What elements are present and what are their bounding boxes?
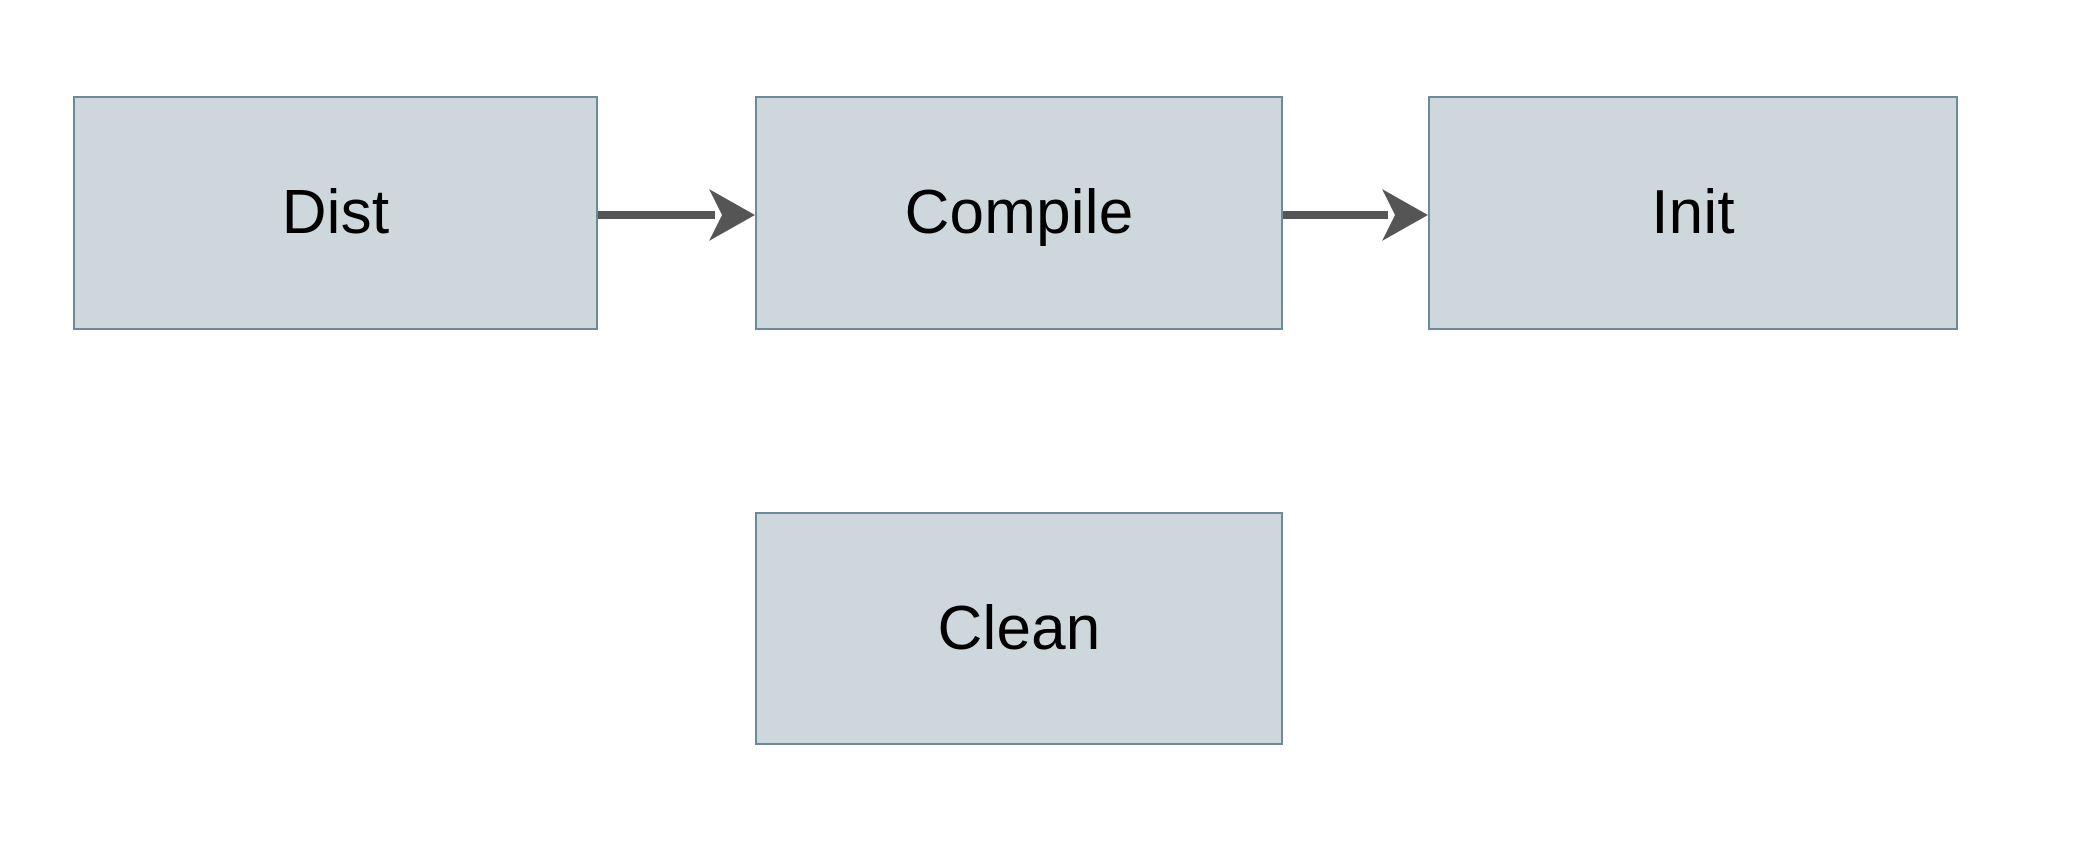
node-label-clean: Clean xyxy=(937,593,1101,663)
node-clean[interactable]: Clean xyxy=(755,512,1283,745)
node-label-dist: Dist xyxy=(281,178,390,247)
node-dist[interactable]: Dist xyxy=(73,96,598,330)
edge-arrowhead xyxy=(1382,189,1428,241)
edge-compile-to-init xyxy=(1283,189,1428,241)
node-label-compile: Compile xyxy=(904,178,1134,247)
node-label-init: Init xyxy=(1651,178,1735,247)
node-init[interactable]: Init xyxy=(1428,96,1958,330)
edge-dist-to-compile xyxy=(598,189,755,241)
edge-arrowhead xyxy=(709,189,755,241)
node-compile[interactable]: Compile xyxy=(755,96,1283,330)
